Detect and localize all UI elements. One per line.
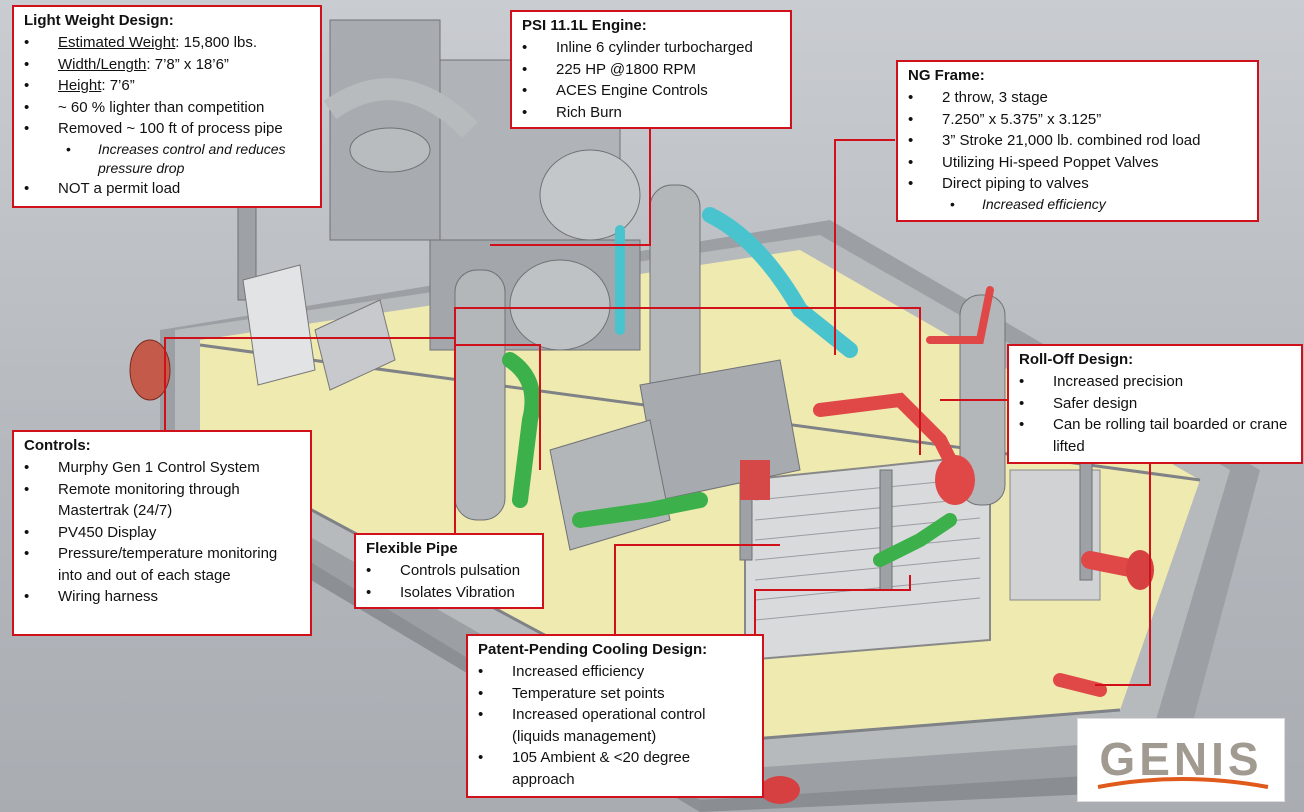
weight-list: Estimated Weight: 15,800 lbs. Width/Leng… [24, 32, 310, 199]
list-item: Safer design [1019, 393, 1291, 415]
sub-list-item: Increased efficiency [908, 195, 1247, 214]
list-item: PV450 Display [24, 522, 300, 544]
cooling-list: Increased efficiency Temperature set poi… [478, 661, 752, 790]
item-value: : 7’8” x 18’6” [146, 55, 229, 73]
list-item: Increased operational control (liquids m… [478, 704, 752, 747]
list-item: Controls pulsation [366, 560, 532, 582]
list-item: Pressure/temperature monitoring into and… [24, 543, 300, 586]
callout-roll-off-design: Roll-Off Design: Increased precision Saf… [1007, 344, 1303, 464]
list-item: Murphy Gen 1 Control System [24, 457, 300, 479]
list-item: Isolates Vibration [366, 582, 532, 604]
callout-ng-frame: NG Frame: 2 throw, 3 stage 7.250” x 5.37… [896, 60, 1259, 222]
list-item: Can be rolling tail boarded or crane lif… [1019, 414, 1291, 457]
list-item: ACES Engine Controls [522, 80, 780, 102]
height-item: Height: 7’6” [24, 75, 310, 97]
list-item: Wiring harness [24, 586, 300, 608]
flex-list: Controls pulsation Isolates Vibration [366, 560, 532, 603]
callout-light-weight-design: Light Weight Design: Estimated Weight: 1… [12, 5, 322, 208]
callout-controls: Controls: Murphy Gen 1 Control System Re… [12, 430, 312, 636]
weight-item: Estimated Weight: 15,800 lbs. [24, 32, 310, 54]
list-item: Temperature set points [478, 683, 752, 705]
control-panel [242, 264, 396, 391]
controls-list: Murphy Gen 1 Control System Remote monit… [24, 457, 300, 608]
sub-list-item: Increases control and reduces pressure d… [24, 140, 310, 178]
item-label: Estimated Weight [58, 34, 176, 51]
list-item: Utilizing Hi-speed Poppet Valves [908, 152, 1247, 174]
list-item: NOT a permit load [24, 178, 310, 200]
item-value: : 7’6” [101, 77, 135, 94]
list-item: Increased precision [1019, 371, 1291, 393]
rolloff-list: Increased precision Safer design Can be … [1019, 371, 1291, 457]
callout-psi-engine: PSI 11.1L Engine: Inline 6 cylinder turb… [510, 10, 792, 129]
list-item: 225 HP @1800 RPM [522, 59, 780, 81]
logo-swoosh [1097, 777, 1269, 789]
logo-text: GENIS [1099, 733, 1262, 785]
list-item: 7.250” x 5.375” x 3.125” [908, 109, 1247, 131]
list-item: Inline 6 cylinder turbocharged [522, 37, 780, 59]
callout-title: NG Frame: [908, 67, 985, 84]
list-item: Direct piping to valves [908, 173, 1247, 195]
engine-list: Inline 6 cylinder turbocharged 225 HP @1… [522, 37, 780, 123]
list-item: 3” Stroke 21,000 lb. combined rod load [908, 130, 1247, 152]
callout-title: Light Weight Design: [24, 12, 174, 29]
list-item: ~ 60 % lighter than competition [24, 97, 310, 119]
engine-block [323, 19, 641, 351]
width-length-item: Width/Length: 7’8” x 18’6” [24, 54, 310, 76]
list-item: 105 Ambient & <20 degree approach [478, 747, 752, 790]
list-item: Removed ~ 100 ft of process pipe [24, 118, 310, 140]
callout-title: Flexible Pipe [366, 540, 458, 557]
item-value: : 15,800 lbs. [175, 34, 258, 51]
red-end-fittings [129, 339, 1154, 804]
callout-leader-lines [164, 125, 1151, 686]
genis-logo-mark: GENIS [1097, 733, 1269, 789]
list-item: Remote monitoring through Mastertrak (24… [24, 479, 300, 522]
list-item: Rich Burn [522, 102, 780, 124]
list-item: 2 throw, 3 stage [908, 87, 1247, 109]
callout-title: PSI 11.1L Engine: [522, 17, 647, 34]
genis-logo: GENIS [1077, 718, 1285, 802]
list-item: Increased efficiency [478, 661, 752, 683]
item-label: Width/Length [58, 55, 147, 73]
callout-flexible-pipe: Flexible Pipe Controls pulsation Isolate… [354, 533, 544, 609]
callout-title: Patent-Pending Cooling Design: [478, 641, 708, 658]
scrubber-vessels [454, 184, 1006, 521]
item-label: Height [58, 77, 102, 94]
frame-list: 2 throw, 3 stage 7.250” x 5.375” x 3.125… [908, 87, 1247, 214]
callout-cooling-design: Patent-Pending Cooling Design: Increased… [466, 634, 764, 798]
callout-title: Controls: [24, 437, 91, 454]
callout-title: Roll-Off Design: [1019, 351, 1134, 368]
